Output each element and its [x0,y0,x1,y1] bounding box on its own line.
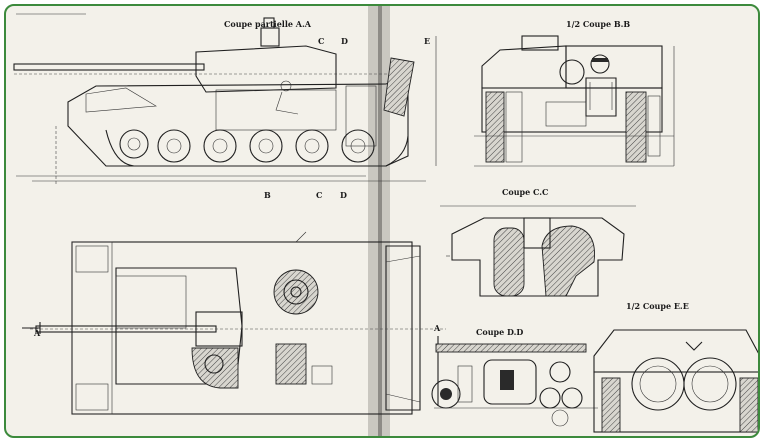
left-track [485,91,505,163]
deck-plate [435,343,587,353]
front-glacis [385,245,421,411]
technical-drawing: Coupe partielle A.A C D E B C D A [13,6,758,436]
top-view: A [22,231,446,415]
section-d-view: Coupe D.D A [431,323,598,427]
fuel-tank-right [683,357,737,411]
section-b-marker: B [264,190,271,200]
section-d-title: Coupe D.D [476,327,523,337]
section-a-marker-right: A [433,323,441,333]
section-a-marker: A [33,328,41,338]
right-track [625,91,647,163]
turret-section-c [451,217,625,297]
commander-sight [260,27,280,47]
crew-seat [585,77,617,117]
section-e-marker-top: E [424,36,430,46]
section-b-view: 1/2 Coupe B.B [474,19,675,167]
section-e-title: 1/2 Coupe E.E [626,301,689,311]
section-c-view: Coupe C.C [440,187,636,297]
turret-cross-section [481,45,567,89]
road-wheels [119,129,375,163]
section-d-marker-top: D [341,36,348,46]
ammo-rack-left [493,227,525,297]
driver-hatch [191,347,239,389]
crew-head [590,54,610,74]
side-view-section-a: Coupe partielle A.A C D E B C D [13,17,437,200]
turret-outline [195,45,337,93]
section-a-title: Coupe partielle A.A [224,19,312,29]
ammo-rack-right [541,225,595,297]
drawing-frame: Coupe partielle A.A C D E B C D A [4,4,760,438]
rear-deck [71,241,113,415]
section-e-view: 1/2 Coupe E.E [593,301,758,433]
turret-top-outline [115,267,243,385]
section-c-marker-top: C [318,36,324,46]
section-c-marker-bottom: C [316,190,322,200]
gun-barrel [13,63,205,71]
drive-housing [483,359,537,405]
hull-outline [67,75,409,167]
section-b-title: 1/2 Coupe B.B [566,19,630,29]
side-track-e [601,377,621,433]
section-c-title: Coupe C.C [502,187,548,197]
commander-cupola [273,269,319,315]
crew-compartment [215,89,337,131]
front-armor [383,57,415,117]
book-fold-line [378,6,382,436]
section-d-marker-bottom: D [340,190,347,200]
